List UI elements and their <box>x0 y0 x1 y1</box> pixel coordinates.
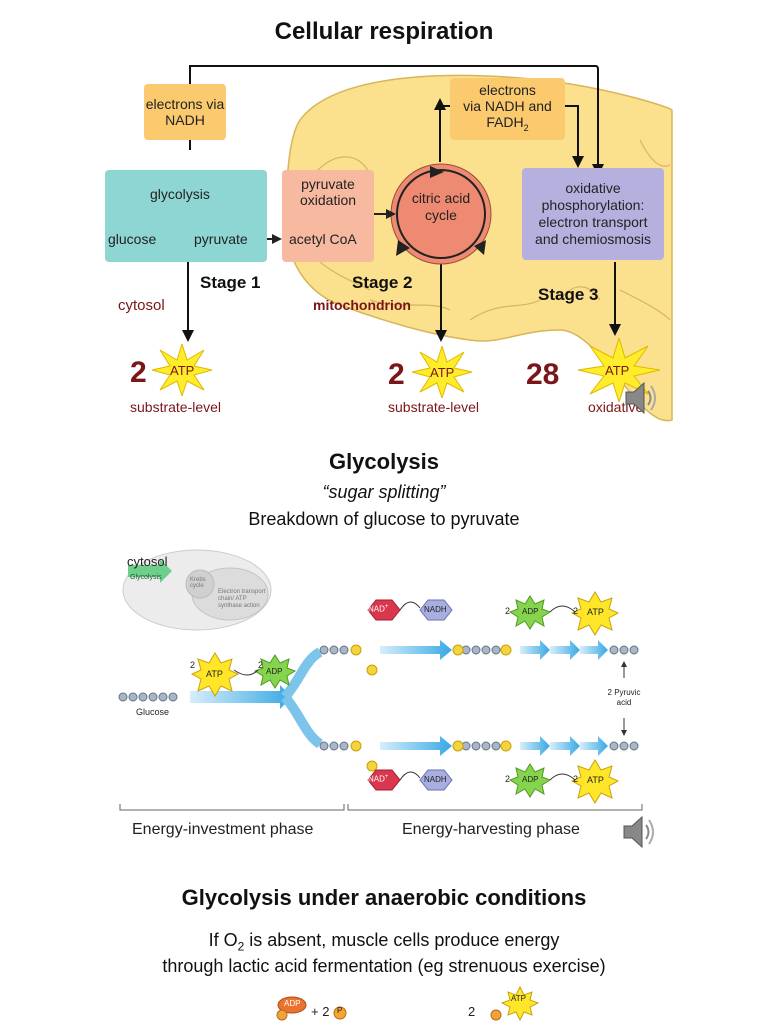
glycolysis-box <box>105 170 267 262</box>
type1-label: substrate-level <box>130 399 222 415</box>
atp-star-label-3: ATP <box>605 363 629 378</box>
atp-star-label-2: ATP <box>430 365 454 380</box>
glycolysis-tag: Glycolysis <box>130 574 162 581</box>
etc-label: Electron transport chain/ ATP synthase a… <box>218 589 266 609</box>
krebs-label: Krebs cycle <box>190 577 206 589</box>
fadh-subscript: 2 <box>523 122 529 133</box>
anaerobic-plus-two: + 2 <box>311 1004 330 1019</box>
nad-text-top: NAD <box>368 604 385 614</box>
anaerobic-line2: through lactic acid fermentation (eg str… <box>162 956 606 976</box>
nad-sup-top: + <box>384 604 389 610</box>
nadh-label-bottom: NADH <box>424 775 447 784</box>
mitochondrion-label: mitochondrion <box>313 297 411 313</box>
anaerobic-atp-label: ATP <box>511 994 526 1003</box>
atp-label-top: ATP <box>587 607 604 617</box>
atp-star-icon: ATP <box>151 344 213 396</box>
adp-label-bottom: ADP <box>522 775 539 784</box>
cytosol-label: cytosol <box>118 297 165 314</box>
stage3-label: Stage 3 <box>538 285 599 304</box>
oxidative-phosphorylation-label: oxidative phosphorylation: electron tran… <box>535 180 651 247</box>
glycolysis-title: Glycolysis <box>328 449 440 474</box>
anaerobic-reaction-diagram <box>276 985 540 1022</box>
glycolysis-description: Breakdown of glucose to pyruvate <box>248 509 520 529</box>
oxidative-phosphorylation-box: oxidative phosphorylation: electron tran… <box>522 168 664 260</box>
two-adp-bottom: 2 <box>505 774 511 784</box>
anaerobic-line1-pre: If O <box>208 930 238 950</box>
anaerobic-title: Glycolysis under anaerobic conditions <box>181 885 587 910</box>
atp-label-bottom: ATP <box>587 775 604 785</box>
two-adp-invest: 2 <box>258 660 264 670</box>
glucose-chain-label: Glucose <box>136 707 170 717</box>
yield3-number: 28 <box>526 358 560 391</box>
glycolysis-pathway-diagram <box>118 549 643 811</box>
two-atp-top: 2 <box>573 606 579 616</box>
cellular-respiration-title: Cellular respiration <box>274 18 494 45</box>
atp-invest-label: ATP <box>206 669 223 679</box>
energy-investment-label: Energy-investment phase <box>132 821 314 838</box>
type2-label: substrate-level <box>388 399 480 415</box>
citric-acid-cycle-label: citric acid cycle <box>411 190 471 223</box>
glycolysis-label: glycolysis <box>150 186 210 202</box>
two-atp-invest: 2 <box>190 660 196 670</box>
stage2-label: Stage 2 <box>352 273 413 292</box>
anaerobic-p-label: P <box>337 1006 343 1015</box>
glucose-label: glucose <box>108 231 157 247</box>
nad-text-bottom: NAD <box>368 774 385 784</box>
electrons-line1: electrons <box>479 82 536 99</box>
glycolysis-subtitle: “sugar splitting” <box>322 482 446 502</box>
electrons-line2: via NADH and <box>463 98 552 115</box>
pyruvate-oxidation-box <box>282 170 374 262</box>
acetyl-coa-label: acetyl CoA <box>289 231 357 247</box>
o2-subscript: 2 <box>237 939 245 954</box>
speaker-icon[interactable] <box>620 812 660 852</box>
anaerobic-line1-post: is absent, muscle cells produce energy <box>244 930 560 950</box>
nad-sup-bottom: + <box>384 774 389 780</box>
nadh-label-top: NADH <box>424 605 447 614</box>
nad-label-top: NAD+ <box>368 604 388 614</box>
pyruvate-oxidation-label: pyruvate oxidation <box>299 176 357 208</box>
speaker-icon[interactable] <box>622 378 660 418</box>
electrons-line3: FADH2 <box>486 114 528 136</box>
two-atp-bottom: 2 <box>573 774 579 784</box>
fadh-label: FADH <box>486 114 524 131</box>
yield1-number: 2 <box>130 356 147 389</box>
atp-star-icon: ATP <box>577 338 661 402</box>
atp-star-label-1: ATP <box>170 363 194 378</box>
energy-harvesting-label: Energy-harvesting phase <box>402 821 580 838</box>
nad-label-bottom: NAD+ <box>368 774 388 784</box>
two-adp-top: 2 <box>505 606 511 616</box>
yield2-number: 2 <box>388 358 405 391</box>
electrons-nadh-fadh-box: electrons via NADH and FADH2 <box>450 78 565 140</box>
electrons-nadh-label: electrons via NADH <box>145 96 225 128</box>
atp-star-icon: ATP <box>411 346 473 398</box>
adp-invest-label: ADP <box>266 667 283 676</box>
anaerobic-line1: If O2 is absent, muscle cells produce en… <box>0 930 768 954</box>
pyruvate-label: pyruvate <box>194 231 248 247</box>
cytosol-inset-label: cytosol <box>127 554 168 569</box>
anaerobic-adp-label: ADP <box>284 999 301 1008</box>
adp-label-top: ADP <box>522 607 539 616</box>
anaerobic-two: 2 <box>468 1004 476 1019</box>
stage1-label: Stage 1 <box>200 273 261 292</box>
pyruvic-acid-label: 2 Pyruvic acid <box>607 688 641 707</box>
electrons-nadh-box: electrons via NADH <box>144 84 226 140</box>
